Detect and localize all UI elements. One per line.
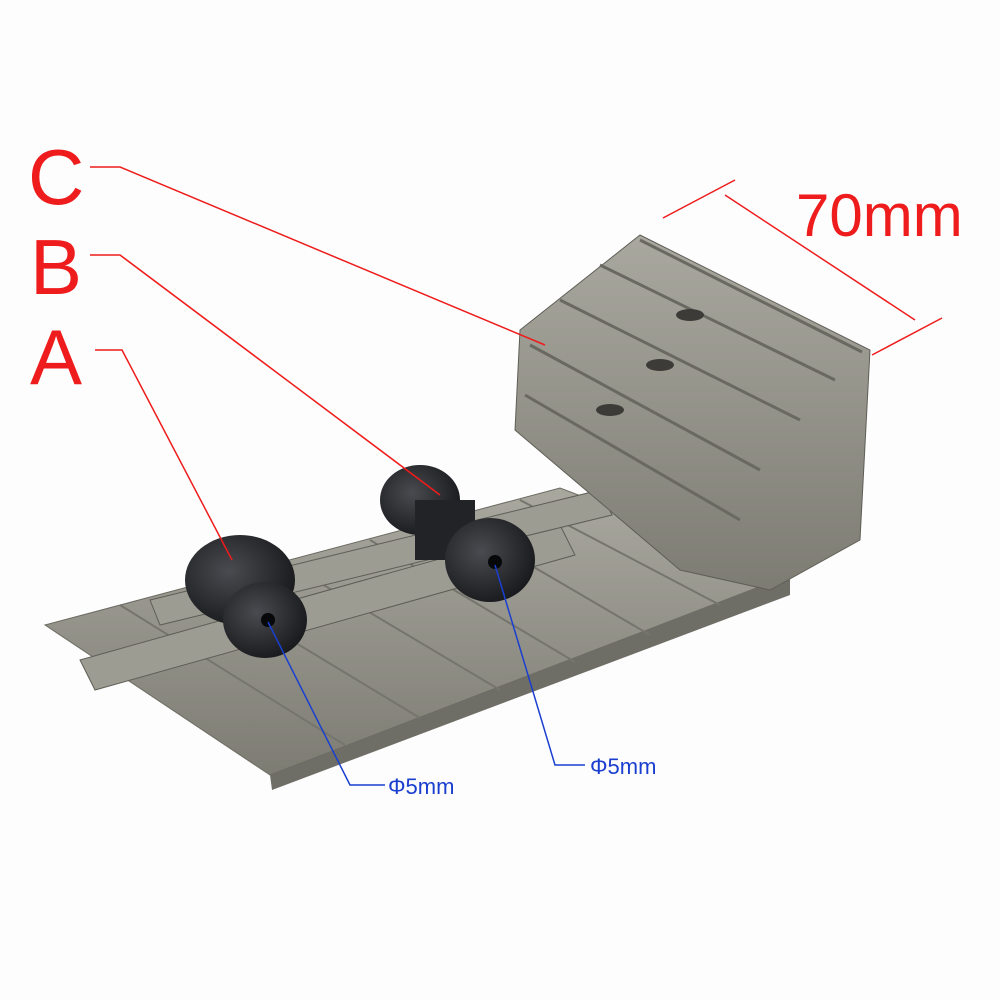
roller-a	[185, 535, 307, 658]
diameter-label-a: Φ5mm	[388, 774, 455, 799]
rolled-track	[514, 234, 871, 591]
diameter-leader-lines	[267, 564, 585, 786]
diameter-label-b: Φ5mm	[590, 754, 657, 779]
label-b: B	[30, 223, 83, 311]
width-dimension: 70mm	[796, 182, 963, 249]
roller-b	[380, 465, 535, 602]
label-c: C	[28, 133, 85, 221]
label-a: A	[30, 313, 83, 401]
label-leader-lines	[90, 166, 943, 561]
